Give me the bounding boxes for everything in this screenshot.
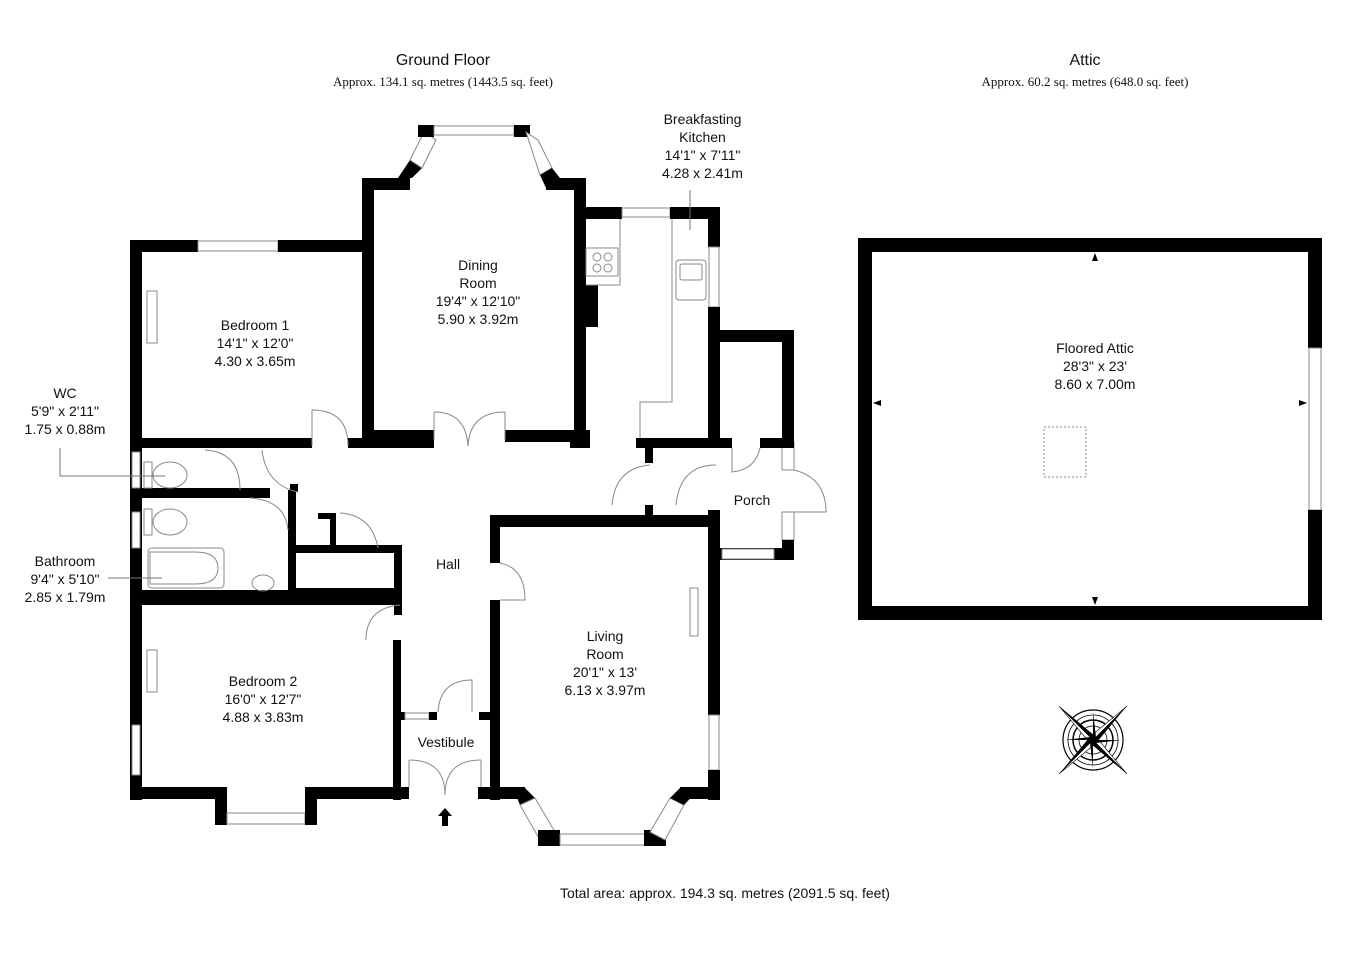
room-label-vestibule: Vestibule [405,733,487,751]
room-dimensions-metric: 6.13 x 3.97m [564,682,646,698]
room-dimensions-imperial: 14'1" x 12'0" [216,335,294,351]
ground-floor-plan [59,125,827,846]
attic-title: Attic [1069,52,1101,69]
room-dimensions-metric: 8.60 x 7.00m [1054,376,1136,392]
room-label-wc: WC 5'9" x 2'11" 1.75 x 0.88m [10,384,120,438]
room-name: Bathroom [34,553,96,569]
room-dimensions-metric: 5.90 x 3.92m [437,311,519,327]
room-name: Living [586,628,624,644]
total-area: Total area: approx. 194.3 sq. metres (20… [560,885,890,901]
room-dimensions-imperial: 5'9" x 2'11" [31,403,99,419]
room-name: Dining [458,257,498,273]
room-dimensions-imperial: 9'4" x 5'10" [30,571,100,587]
room-name: Floored Attic [1056,340,1134,356]
room-name: Kitchen [679,129,726,145]
entrance-arrow-icon [438,808,452,826]
room-dimensions-metric: 4.28 x 2.41m [662,165,743,181]
room-dimensions-metric: 4.88 x 3.83m [222,709,304,725]
room-label-bedroom-1: Bedroom 1 14'1" x 12'0" 4.30 x 3.65m [185,316,325,370]
room-label-floored-attic: Floored Attic 28'3" x 23' 8.60 x 7.00m [1025,339,1165,393]
room-dimensions-imperial: 14'1" x 7'11" [664,147,741,163]
ground-floor-title: Ground Floor [395,52,491,69]
room-name: Hall [435,556,461,572]
room-label-dining-room: Dining Room 19'4" x 12'10" 5.90 x 3.92m [408,256,548,328]
room-label-breakfasting-kitchen: Breakfasting Kitchen 14'1" x 7'11" 4.28 … [640,110,765,182]
room-label-bathroom: Bathroom 9'4" x 5'10" 2.85 x 1.79m [10,552,120,606]
room-dimensions-metric: 1.75 x 0.88m [24,421,106,437]
room-dimensions-imperial: 16'0" x 12'7" [224,691,302,707]
room-name: Porch [733,492,771,508]
room-dimensions-imperial: 20'1" x 13' [572,664,638,680]
room-dimensions-metric: 4.30 x 3.65m [214,353,296,369]
room-label-porch: Porch [722,491,782,509]
room-name: Bedroom 1 [220,317,290,333]
room-label-living-room: Living Room 20'1" x 13' 6.13 x 3.97m [545,627,665,699]
room-dimensions-imperial: 28'3" x 23' [1062,358,1128,374]
room-name: WC [53,385,77,401]
room-name: Room [586,646,624,662]
room-name: Breakfasting [663,111,742,127]
attic-floor-plan [858,238,1322,620]
room-name: Vestibule [417,734,475,750]
room-dimensions-imperial: 19'4" x 12'10" [435,293,521,309]
room-label-bedroom-2: Bedroom 2 16'0" x 12'7" 4.88 x 3.83m [198,672,328,726]
room-label-hall: Hall [420,555,476,573]
compass-rose-icon [1058,705,1128,775]
ground-floor-area: Approx. 134.1 sq. metres (1443.5 sq. fee… [333,74,553,89]
room-name: Bedroom 2 [228,673,298,689]
room-name: Room [459,275,497,291]
attic-area: Approx. 60.2 sq. metres (648.0 sq. feet) [981,74,1189,89]
room-dimensions-metric: 2.85 x 1.79m [24,589,106,605]
